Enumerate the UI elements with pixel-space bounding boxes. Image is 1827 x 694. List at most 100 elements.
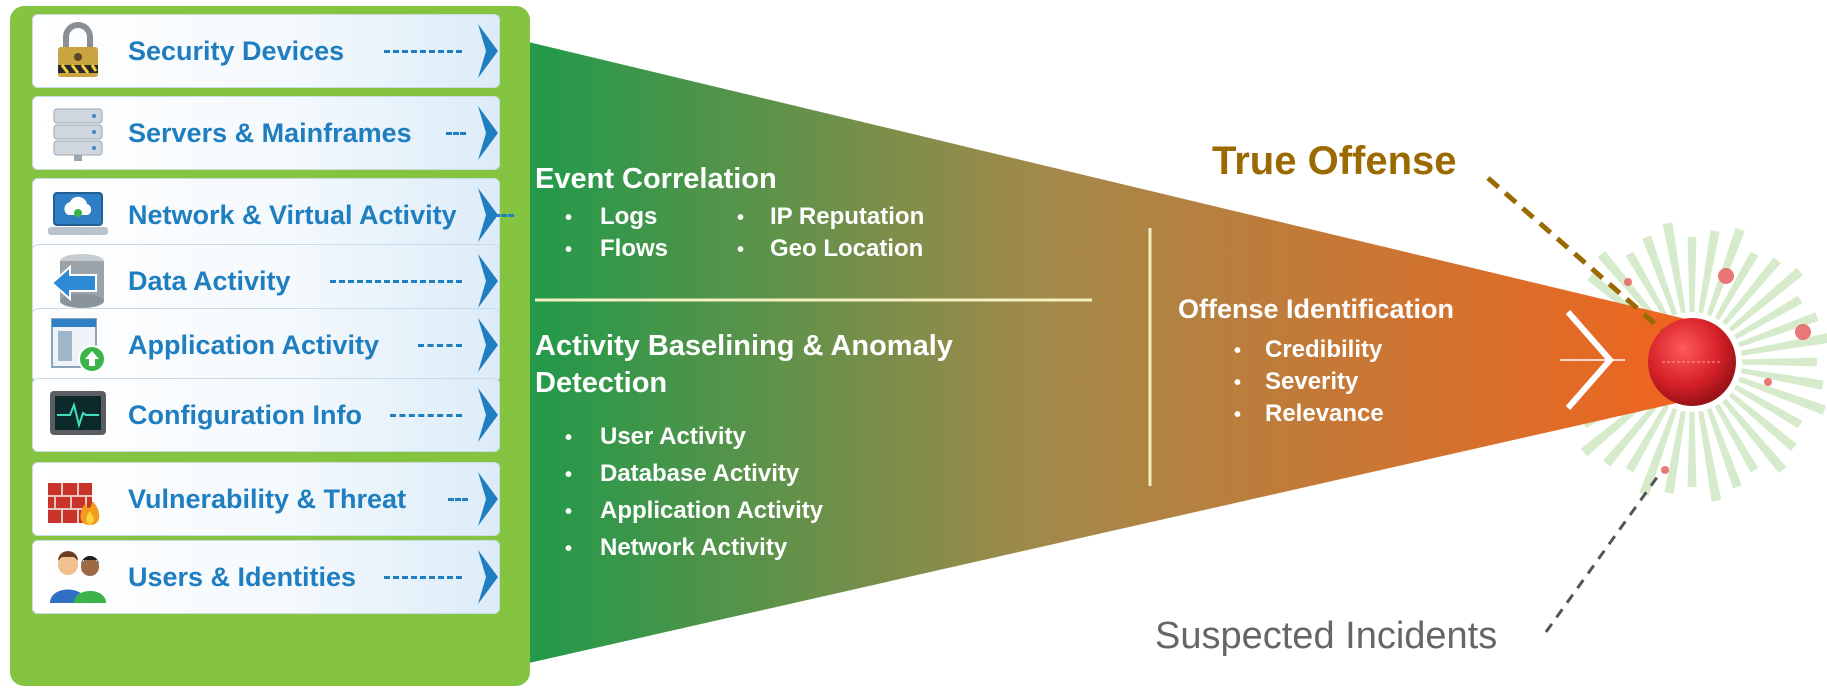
application-upload-icon xyxy=(46,315,110,375)
database-arrow-icon xyxy=(46,251,110,311)
burst-ray xyxy=(1734,384,1803,429)
burst-ray xyxy=(1625,404,1670,473)
dashed-connector xyxy=(390,414,462,417)
burst-ray xyxy=(1722,257,1781,326)
bullet: • xyxy=(1234,340,1241,362)
padlock-icon xyxy=(46,21,110,81)
source-row: Network & Virtual Activity xyxy=(32,178,514,252)
baselining-title-line2: Detection xyxy=(535,367,667,399)
suspected-incidents-pointer xyxy=(1544,475,1660,633)
source-row: Users & Identities xyxy=(32,540,500,614)
source-row: Application Activity xyxy=(32,308,500,382)
baselining-item: Application Activity xyxy=(600,497,824,524)
chevron-right-icon xyxy=(478,188,498,242)
burst-ray xyxy=(1662,222,1686,314)
chevron-right-icon xyxy=(478,388,498,442)
bullet: • xyxy=(737,239,744,261)
dashed-connector xyxy=(494,214,514,217)
baselining-item: Database Activity xyxy=(600,460,800,487)
burst-ray xyxy=(1625,251,1670,320)
bullet: • xyxy=(565,538,572,560)
source-label: Security Devices xyxy=(128,36,345,66)
event-item-geo-location: Geo Location xyxy=(770,235,923,262)
offense-item: Credibility xyxy=(1265,336,1383,363)
baselining-title-line1: Activity Baselining & Anomaly xyxy=(535,330,953,362)
chevron-right-icon xyxy=(478,254,498,308)
chevron-right-icon xyxy=(478,318,498,372)
bullet: • xyxy=(1234,372,1241,394)
burst-ray xyxy=(1642,235,1678,316)
incident-dot xyxy=(1624,278,1632,286)
monitor-pulse-icon xyxy=(46,385,110,445)
burst-ray xyxy=(1706,408,1742,489)
bullet: • xyxy=(565,427,572,449)
burst-ray xyxy=(1734,295,1803,340)
burst-ray xyxy=(1664,410,1686,494)
burst-ray xyxy=(1698,410,1722,502)
source-label: Application Activity xyxy=(128,330,380,360)
burst-ray xyxy=(1738,312,1819,348)
source-label: Servers & Mainframes xyxy=(128,118,412,148)
burst-ray xyxy=(1714,251,1759,320)
dashed-connector xyxy=(418,344,462,347)
source-label: Vulnerability & Threat xyxy=(128,484,407,514)
source-row: Security Devices xyxy=(32,14,500,88)
suspected-incidents-label: Suspected Incidents xyxy=(1155,615,1497,657)
burst-ray xyxy=(1740,333,1827,356)
source-row: Servers & Mainframes xyxy=(32,96,500,170)
incident-dot xyxy=(1764,378,1772,386)
bullet: • xyxy=(565,464,572,486)
bullet: • xyxy=(1234,404,1241,426)
dashed-connector xyxy=(384,50,462,53)
bullet: • xyxy=(565,239,572,261)
true-offense-label: True Offense xyxy=(1212,139,1457,183)
source-row: Vulnerability & Threat xyxy=(32,462,500,536)
event-item-logs: Logs xyxy=(600,203,657,230)
firewall-fire-icon xyxy=(46,469,110,529)
source-label: Users & Identities xyxy=(128,562,357,592)
event-item-flows: Flows xyxy=(600,235,668,262)
dashed-connector xyxy=(384,576,462,579)
users-icon xyxy=(46,547,110,607)
event-item-ip-reputation: IP Reputation xyxy=(770,203,924,230)
burst-ray xyxy=(1728,267,1804,332)
dashed-connector xyxy=(446,132,466,135)
burst-ray xyxy=(1687,237,1697,313)
source-label: Configuration Info xyxy=(128,400,362,430)
burst-ray xyxy=(1741,357,1817,367)
chevron-right-icon xyxy=(478,24,498,78)
incident-dot xyxy=(1718,268,1734,284)
burst-ray xyxy=(1738,376,1827,415)
source-row: Configuration Info xyxy=(32,378,500,452)
burst-ray xyxy=(1603,398,1662,467)
bullet: • xyxy=(565,207,572,229)
burst-ray xyxy=(1740,368,1824,390)
offense-identification-title: Offense Identification xyxy=(1178,294,1454,324)
burst-ray xyxy=(1714,404,1759,473)
chevron-right-icon xyxy=(478,550,498,604)
source-label: Network & Virtual Activity xyxy=(128,200,457,230)
baselining-item: User Activity xyxy=(600,423,746,450)
offense-item: Relevance xyxy=(1265,400,1384,427)
burst-ray xyxy=(1728,392,1797,451)
burst-ray xyxy=(1597,250,1662,326)
incident-dot xyxy=(1795,324,1811,340)
chevron-right-icon xyxy=(478,106,498,160)
burst-ray xyxy=(1687,411,1697,487)
source-label: Data Activity xyxy=(128,266,291,296)
chevron-right-icon xyxy=(478,472,498,526)
cloud-laptop-icon xyxy=(46,185,110,245)
burst-ray xyxy=(1722,398,1787,474)
dashed-connector xyxy=(448,498,468,501)
server-icon xyxy=(46,103,110,163)
source-row: Data Activity xyxy=(32,244,500,318)
true-offense-pointer xyxy=(1486,176,1664,332)
baselining-item: Network Activity xyxy=(600,534,788,561)
offense-item: Severity xyxy=(1265,368,1359,395)
event-correlation-title: Event Correlation xyxy=(535,163,777,195)
burst-ray xyxy=(1698,230,1720,314)
incident-dot xyxy=(1661,466,1669,474)
